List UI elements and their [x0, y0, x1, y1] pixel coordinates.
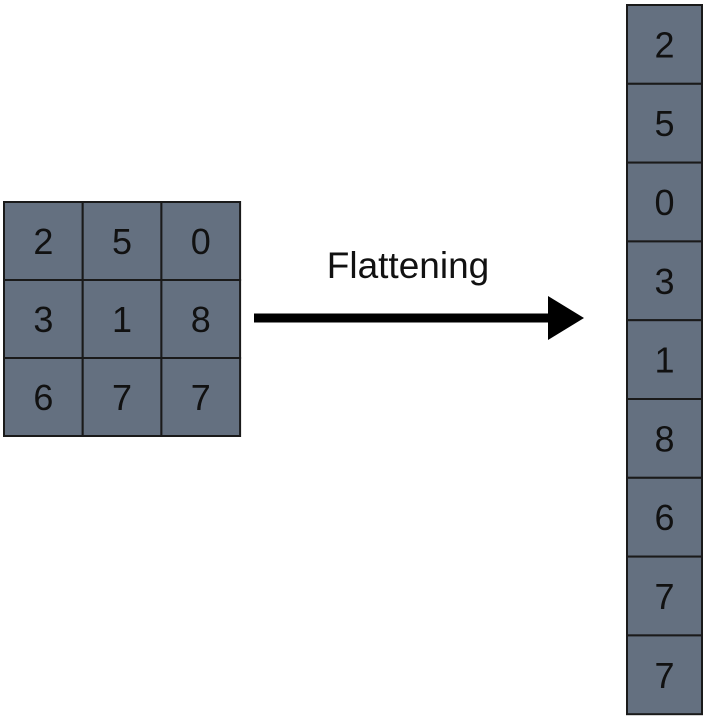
- matrix-cell-value: 7: [112, 377, 132, 418]
- matrix-cell-box: [81, 357, 163, 437]
- vector-cell-value: 1: [654, 340, 674, 381]
- matrix-cell-value: 8: [191, 299, 211, 340]
- matrix-cell: 0: [160, 201, 242, 281]
- arrow-label: Flattening: [327, 245, 490, 286]
- matrix-cell: 7: [160, 357, 242, 437]
- vector-cell-box: [626, 82, 703, 164]
- vector-cell-box: [626, 319, 703, 401]
- matrix-cell: 5: [81, 201, 163, 281]
- vector-cell-value: 2: [654, 24, 674, 65]
- vector-cell: 6: [626, 476, 703, 558]
- vector-cell: 8: [626, 398, 703, 479]
- flattening-arrow: Flattening: [254, 245, 584, 340]
- vector-cell: 7: [626, 634, 703, 716]
- vector-cell-value: 7: [654, 655, 674, 696]
- matrix-cell-value: 7: [191, 377, 211, 418]
- matrix-cell: 1: [81, 279, 163, 359]
- matrix-cell: 7: [81, 357, 163, 437]
- matrix-cell-box: [160, 279, 242, 359]
- vector-cell: 3: [626, 240, 703, 322]
- matrix-cell-value: 3: [33, 299, 53, 340]
- matrix-cell: 6: [3, 357, 84, 437]
- vector-cell-value: 5: [654, 103, 674, 144]
- matrix-cell-value: 6: [33, 377, 53, 418]
- vector-cell-value: 6: [654, 497, 674, 538]
- matrix-cell-box: [3, 357, 84, 437]
- vector-cell-box: [626, 634, 703, 716]
- vector-cell-box: [626, 4, 703, 85]
- matrix-cell-box: [81, 201, 163, 281]
- vector-cell: 2: [626, 4, 703, 85]
- vector-cell: 5: [626, 82, 703, 164]
- vector-cell-box: [626, 398, 703, 479]
- vector-cell: 1: [626, 319, 703, 401]
- matrix-cell-value: 2: [33, 221, 53, 262]
- matrix-cell-value: 1: [112, 299, 132, 340]
- vector-cell-box: [626, 161, 703, 243]
- vector-cell: 7: [626, 555, 703, 637]
- vector-cell: 0: [626, 161, 703, 243]
- matrix-cell-box: [3, 201, 84, 281]
- matrix-cell: 3: [3, 279, 84, 359]
- input-matrix: 2 5 0 3 1 8 6 7 7: [3, 201, 242, 437]
- matrix-cell-value: 5: [112, 221, 132, 262]
- matrix-cell-box: [160, 357, 242, 437]
- matrix-cell-value: 0: [191, 221, 211, 262]
- vector-cell-box: [626, 240, 703, 322]
- output-vector: 2 5 0 3 1 8 6 7 7: [626, 4, 703, 716]
- vector-cell-value: 0: [654, 182, 674, 223]
- matrix-cell: 8: [160, 279, 242, 359]
- vector-cell-value: 7: [654, 576, 674, 617]
- matrix-cell: 2: [3, 201, 84, 281]
- vector-cell-value: 3: [654, 261, 674, 302]
- arrow-head: [548, 296, 584, 340]
- vector-cell-value: 8: [654, 418, 674, 459]
